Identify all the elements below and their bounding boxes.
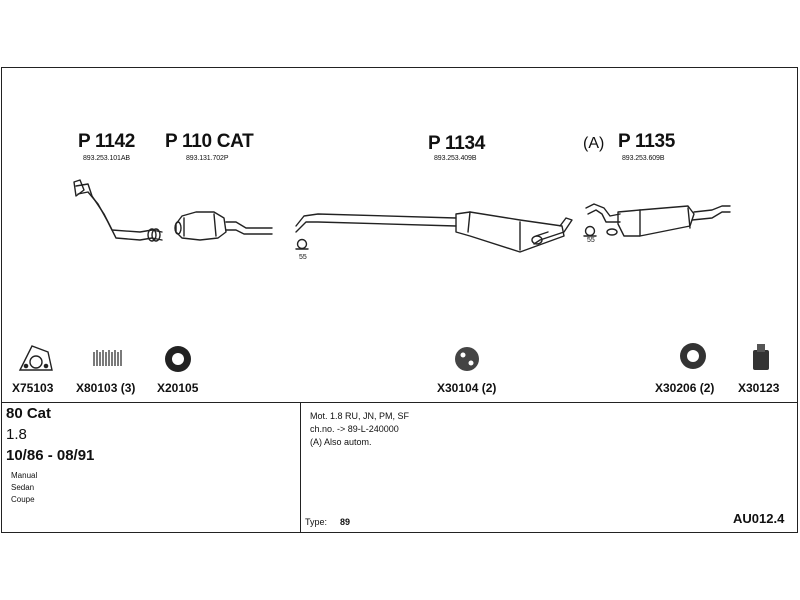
- note-line: Mot. 1.8 RU, JN, PM, SF: [310, 411, 410, 421]
- displacement-label: 1.8: [6, 426, 27, 443]
- diagram-code: AU012.4: [733, 511, 785, 526]
- body-type: Coupe: [11, 495, 35, 504]
- note-line: (A) Also autom.: [310, 437, 372, 447]
- divider-vertical: [300, 402, 301, 533]
- rubber-hanger-icon: [455, 347, 479, 371]
- hanger-label: 55: [299, 254, 307, 261]
- fitting-code: X30206 (2): [655, 381, 715, 395]
- part-reference: 893.253.101AB: [83, 155, 130, 162]
- gasket-icon: [18, 345, 53, 371]
- fitting-code: X80103 (3): [76, 381, 136, 395]
- part-reference: 893.253.409B: [434, 155, 477, 162]
- part-number: P 1142: [78, 131, 136, 152]
- hanger-icon: [295, 238, 309, 250]
- fitting-code: X20105: [157, 381, 199, 395]
- part-p1134-middle-silencer: [295, 211, 573, 253]
- part-reference: 893.253.609B: [622, 155, 665, 162]
- hanger-icon: [583, 225, 597, 237]
- years-label: 10/86 - 08/91: [6, 447, 95, 464]
- fitting-code: X30123: [738, 381, 780, 395]
- ring-icon: [680, 343, 706, 369]
- body-type: Manual: [11, 471, 38, 480]
- note-line: ch.no. -> 89-L-240000: [310, 424, 399, 434]
- part-p1142-front-pipe: [73, 179, 163, 242]
- type-label: Type:: [305, 517, 328, 527]
- engine-label: 80 Cat: [6, 405, 52, 422]
- part-number: P 1134: [428, 133, 486, 154]
- hanger-label: 55: [587, 237, 595, 244]
- part-number: P 110 CAT: [165, 131, 254, 152]
- divider-horizontal: [1, 402, 798, 403]
- fitting-code: X75103: [12, 381, 54, 395]
- fitting-code: X30104 (2): [437, 381, 497, 395]
- spring-icon: [93, 350, 122, 366]
- part-number: P 1135: [618, 131, 676, 152]
- part-reference: 893.131.702P: [186, 155, 229, 162]
- part-p110-catalytic-converter: [174, 211, 273, 241]
- ring-icon: [165, 346, 191, 372]
- part-p1135-rear-silencer: [585, 203, 731, 237]
- clamp-icon: [753, 344, 769, 370]
- type-value: 89: [340, 517, 351, 527]
- body-type: Sedan: [11, 483, 35, 492]
- part-prefix: (A): [583, 135, 605, 152]
- diagram-frame: [1, 67, 798, 533]
